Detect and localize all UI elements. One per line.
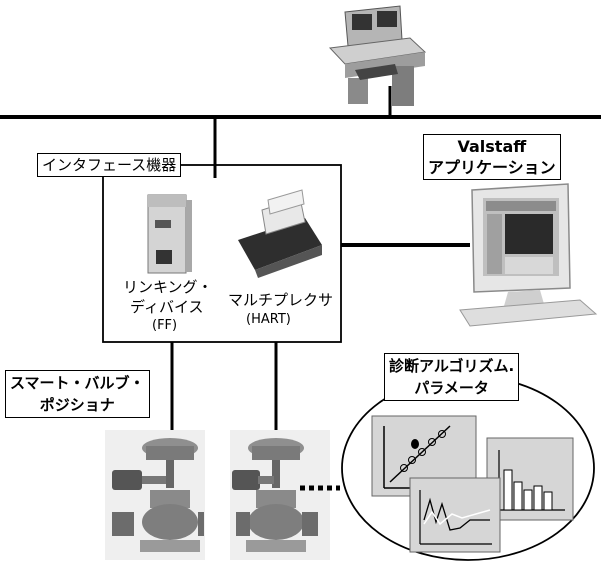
smart-valve-label-line1: スマート・バルブ・ bbox=[10, 374, 145, 392]
line-chart-thumbnail bbox=[409, 477, 501, 553]
application-label-line1: Valstaff bbox=[457, 137, 527, 156]
linking-device-icon bbox=[147, 194, 192, 274]
bar-chart-thumbnail bbox=[486, 437, 574, 521]
linking-device-label-line2: ディバイス bbox=[130, 298, 204, 316]
diagnostics-label: 診断アルゴリズム. パラメータ bbox=[384, 353, 520, 401]
control-valve-icon bbox=[230, 430, 330, 560]
linking-device-protocol: (FF) bbox=[152, 318, 178, 333]
multiplexer-icon bbox=[238, 189, 322, 278]
diagnostics-label-line2: パラメータ bbox=[414, 379, 489, 397]
smart-valve-label: スマート・バルブ・ ポジショナ bbox=[5, 370, 150, 418]
application-label-line2: アプリケーション bbox=[428, 158, 556, 177]
control-valve-icon bbox=[105, 430, 205, 560]
interface-box-outline bbox=[102, 164, 342, 343]
application-monitor-icon bbox=[459, 183, 598, 327]
linking-device-label-line1: リンキング・ bbox=[123, 278, 213, 296]
diagnostics-label-line1: 診断アルゴリズム. bbox=[389, 357, 515, 375]
interface-box-title: インタフェース機器 bbox=[37, 153, 182, 177]
operator-workstation-icon bbox=[328, 5, 427, 106]
smart-valve-label-line2: ポジショナ bbox=[39, 396, 115, 414]
application-label: Valstaff アプリケーション bbox=[423, 134, 561, 180]
multiplexer-label: マルチプレクサ bbox=[228, 291, 334, 309]
multiplexer-protocol: (HART) bbox=[246, 312, 291, 327]
